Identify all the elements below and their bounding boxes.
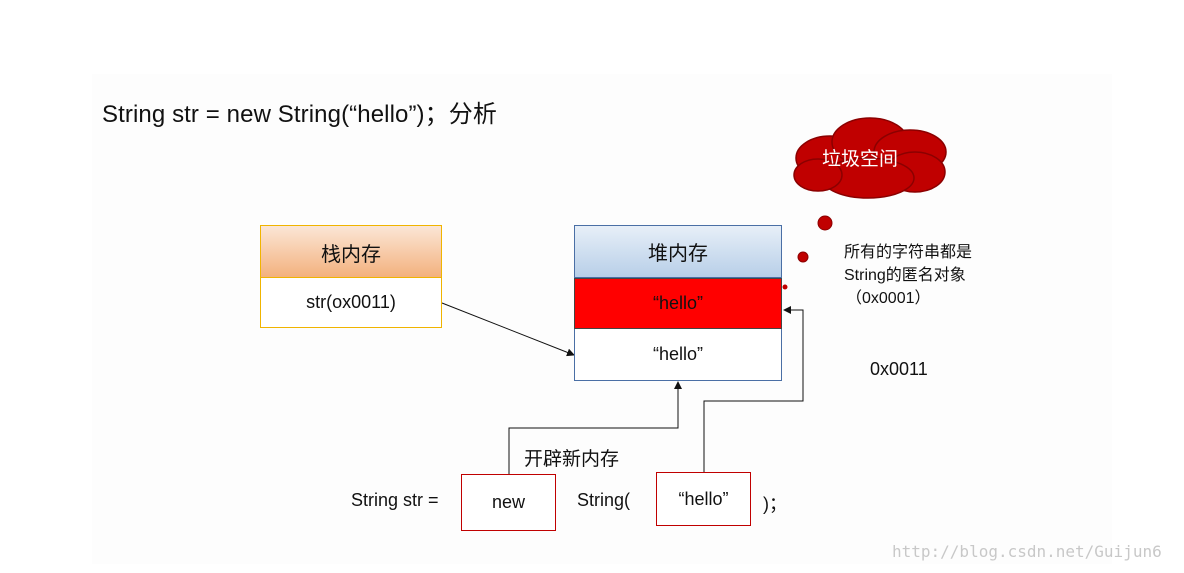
garbage-cloud — [793, 117, 947, 199]
heap-memory-header: 堆内存 — [574, 225, 782, 278]
heap-address-label: 0x0011 — [870, 359, 928, 379]
allocate-memory-label: 开辟新内存 — [524, 449, 620, 470]
stack-to-heap-arrow — [441, 302, 575, 357]
new-to-heap-arrow — [508, 381, 682, 474]
watermark: http://blog.csdn.net/Guijun6 — [892, 542, 1162, 561]
note-line-1: 所有的字符串都是 — [844, 244, 973, 261]
code-suffix: )； — [763, 494, 787, 514]
thought-bubble-large — [817, 215, 833, 231]
new-keyword-box: new — [461, 474, 556, 531]
thought-bubble-small — [782, 284, 788, 290]
string-literal-box: “hello” — [656, 472, 751, 526]
anonymous-object-note: 所有的字符串都是 String的匿名对象 （0x0001） — [844, 241, 972, 310]
heap-anonymous-string-cell: “hello” — [574, 278, 782, 329]
literal-to-anon-arrow — [703, 306, 804, 472]
thought-bubble-medium — [797, 251, 809, 263]
code-constructor: String( — [577, 490, 631, 510]
note-line-3: （0x0001） — [846, 290, 931, 307]
page-title: String str = new String(“hello”)；分析 — [102, 101, 497, 128]
stack-reference-cell: str(ox0011) — [260, 277, 442, 328]
code-prefix: String str = — [351, 490, 439, 510]
note-line-2: String的匿名对象 — [844, 267, 966, 284]
heap-new-string-cell: “hello” — [574, 329, 782, 381]
stack-memory-header: 栈内存 — [260, 225, 442, 278]
garbage-space-label: 垃圾空间 — [822, 149, 899, 170]
